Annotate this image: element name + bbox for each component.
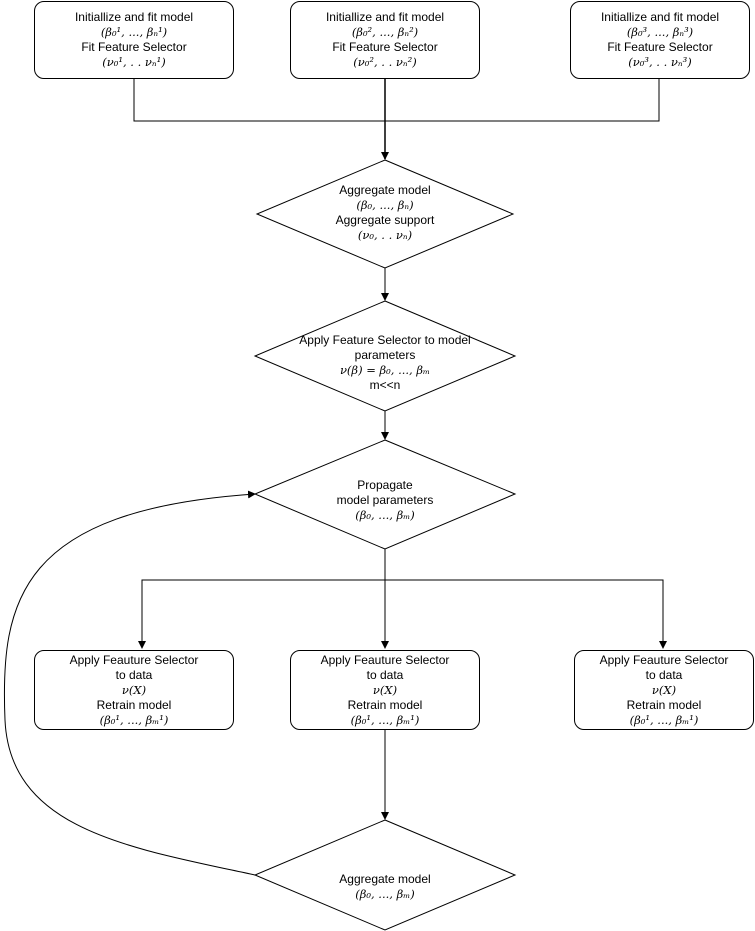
edge-split-left: [138, 579, 385, 649]
aggregate-model-label: Aggregate model: [339, 872, 431, 886]
fit-selector-label: Fit Feature Selector: [332, 40, 438, 54]
support-math: (ν₀³, . . νₙ³): [628, 55, 692, 69]
nu-x-math: ν(X): [372, 682, 398, 697]
to-data-label: to data: [366, 667, 404, 682]
edge-top-right-merge: [385, 79, 660, 122]
retrain-box-3: Apply Feauture Selector to data ν(X) Ret…: [574, 650, 754, 730]
apply-selector-data-label: Apply Feauture Selector: [69, 652, 199, 667]
init-fit-box-2: Initiallize and fit model (β₀², ..., βₙ²…: [290, 1, 480, 79]
nu-x-math: ν(X): [651, 682, 677, 697]
edge-top-left-merge: [133, 79, 385, 122]
aggregate-model-final-diamond: [253, 819, 517, 931]
edge-split-right: [385, 579, 667, 649]
model-params-math: (β₀³, ..., βₙ³): [626, 25, 694, 39]
to-data-label: to data: [115, 667, 153, 682]
init-fit-label: Initiallize and fit model: [600, 10, 720, 24]
edge-feedback-loop: [3, 490, 256, 876]
init-fit-box-1: Initiallize and fit model (β₀¹, ..., βₙ¹…: [34, 1, 234, 79]
aggregate-model-final-text: Aggregate model (β₀, ..., βₘ): [320, 870, 450, 904]
retrain-model-label: Retrain model: [347, 697, 423, 712]
aggregate-params-math: (β₀, ..., βₘ): [355, 887, 415, 901]
init-fit-label: Initiallize and fit model: [325, 10, 445, 24]
propagate-parameters-text: Propagate model parameters (β₀, ..., βₘ): [310, 474, 460, 526]
aggregate-support-math: (ν₀, . . νₙ): [357, 228, 413, 242]
propagate-label: Propagate: [357, 477, 413, 492]
model-params-math: (β₀¹, ..., βₙ¹): [100, 25, 168, 39]
to-data-label: to data: [645, 667, 683, 682]
retrain-model-label: Retrain model: [96, 697, 172, 712]
apply-selector-label: Apply Feature Selector to model: [299, 333, 471, 347]
nu-x-math: ν(X): [121, 682, 147, 697]
retrained-params-math: (β₀¹, ..., βₘ¹): [350, 712, 420, 727]
m-less-n-label: m<<n: [369, 378, 401, 392]
retrained-params-math: (β₀¹, ..., βₘ¹): [99, 712, 169, 727]
aggregate-support-label: Aggregate support: [335, 213, 435, 227]
init-fit-label: Initiallize and fit model: [74, 10, 194, 24]
aggregate-params-math: (β₀, ..., βₙ): [356, 198, 414, 212]
aggregate-model-support-text: Aggregate model (β₀, ..., βₙ) Aggregate …: [305, 180, 465, 246]
retrain-model-label: Retrain model: [626, 697, 702, 712]
fit-selector-label: Fit Feature Selector: [607, 40, 713, 54]
retrain-box-2: Apply Feauture Selector to data ν(X) Ret…: [290, 650, 480, 730]
support-math: (ν₀¹, . . νₙ¹): [102, 55, 166, 69]
model-parameters-label: model parameters: [336, 492, 434, 507]
propagated-params-math: (β₀, ..., βₘ): [355, 507, 415, 522]
parameters-label: parameters: [354, 348, 416, 362]
fit-selector-label: Fit Feature Selector: [81, 40, 187, 54]
model-params-math: (β₀², ..., βₙ²): [351, 25, 419, 39]
apply-selector-data-label: Apply Feauture Selector: [599, 652, 729, 667]
init-fit-box-3: Initiallize and fit model (β₀³, ..., βₙ³…: [570, 1, 750, 79]
support-math: (ν₀², . . νₙ²): [353, 55, 417, 69]
apply-selector-data-label: Apply Feauture Selector: [320, 652, 450, 667]
retrain-box-1: Apply Feauture Selector to data ν(X) Ret…: [34, 650, 234, 730]
apply-selector-parameters-text: Apply Feature Selector to model paramete…: [290, 330, 480, 396]
retrained-params-math: (β₀¹, ..., βₘ¹): [629, 712, 699, 727]
selected-params-math: ν(β) = β₀, ..., βₘ: [339, 363, 431, 377]
aggregate-model-label: Aggregate model: [339, 183, 431, 197]
